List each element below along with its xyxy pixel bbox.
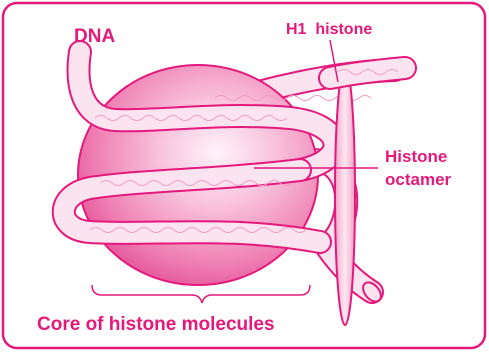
dna-label: DNA	[74, 26, 115, 47]
h1-histone-shape	[335, 65, 355, 325]
histone-octamer-label-line2: octamer	[385, 170, 452, 189]
dna-strand-over-h1	[330, 68, 405, 78]
histone-octamer-label-line1: Histone	[385, 147, 447, 166]
h1-histone-label: H1 histone	[286, 21, 372, 38]
core-label: Core of histone molecules	[37, 314, 275, 335]
